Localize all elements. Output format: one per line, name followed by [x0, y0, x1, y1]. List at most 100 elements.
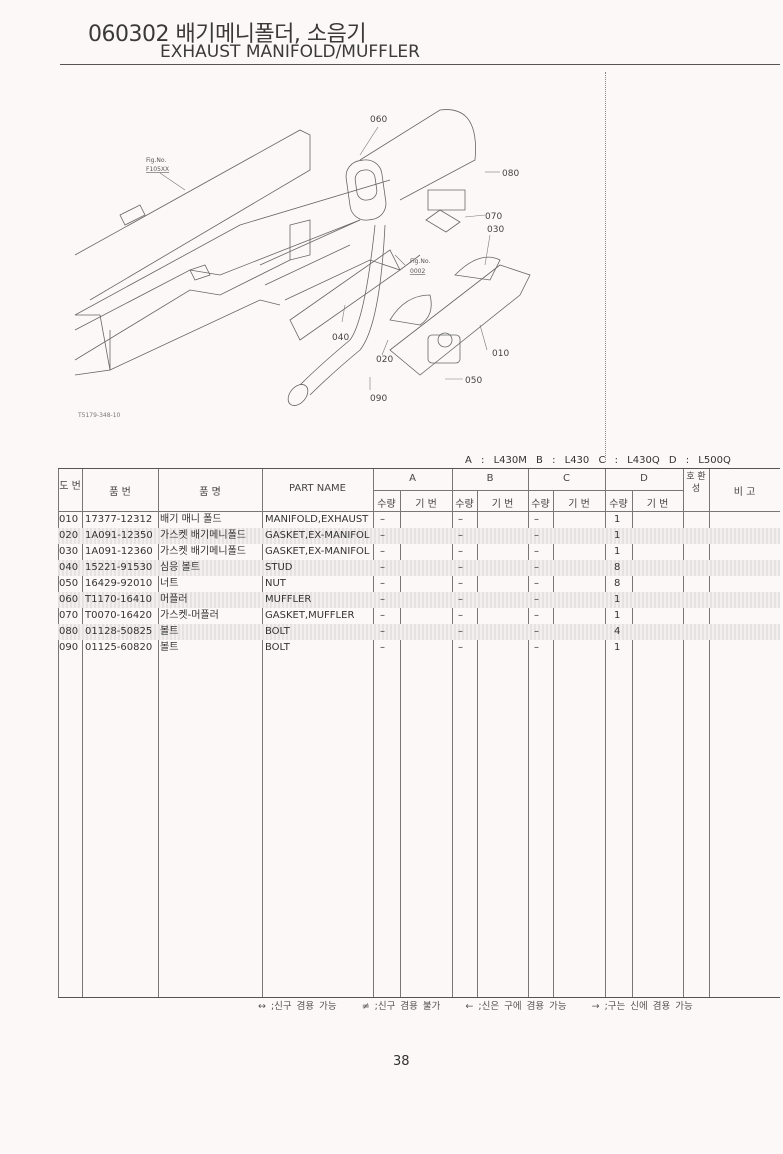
section-english-title: EXHAUST MANIFOLD/MUFFLER [160, 42, 420, 62]
cell-b: – [458, 530, 463, 541]
cell-d: 4 [614, 626, 621, 637]
fig-ref-label-2: Fig.No. [410, 258, 430, 265]
column-divider [400, 490, 401, 997]
figure-code: T5179-348-10 [78, 412, 121, 419]
cell-name-kr: 너트 [160, 578, 179, 589]
header-serial-c: 기 번 [568, 499, 590, 510]
callout-030: 030 [487, 225, 504, 235]
cell-name-kr: 가스켓-머플러 [160, 610, 219, 621]
cell-name: GASKET,EX-MANIFOL [265, 546, 370, 557]
dotted-divider [605, 72, 606, 462]
header-group-c: C [563, 473, 570, 484]
cell-c: – [534, 594, 539, 605]
cell-name: GASKET,MUFFLER [265, 610, 355, 621]
callout-070: 070 [485, 212, 502, 222]
column-divider [528, 469, 529, 997]
header-remarks: 비 고 [733, 487, 756, 498]
table-row: 030 1A091-12360 가스켓 배기메니폴드 GASKET,EX-MANIFO… [58, 544, 780, 560]
cell-d: 8 [614, 578, 621, 589]
cell-name: MUFFLER [265, 594, 312, 605]
cell-no: 090 [59, 642, 79, 653]
fig-ref-value-1: F105XX [146, 166, 169, 173]
header-group-d: D [640, 473, 648, 484]
exploded-parts-diagram: 060 080 070 030 010 050 090 020 040 Fig.… [74, 109, 531, 406]
cell-no: 060 [59, 594, 79, 605]
cell-part-no: 1A091-12360 [85, 546, 153, 557]
column-divider [82, 469, 83, 997]
cell-c: – [534, 642, 539, 653]
cell-c: – [534, 626, 539, 637]
manifold-drawing [289, 249, 531, 376]
cell-c: – [534, 546, 539, 557]
header-interchange: 호 환 성 [686, 472, 706, 494]
cell-c: – [534, 562, 539, 573]
cell-a: – [380, 514, 385, 525]
cell-no: 080 [59, 626, 79, 637]
header-part-name-kr: 품 명 [199, 487, 221, 498]
cell-part-no: 17377-12312 [85, 514, 153, 525]
cell-a: – [380, 626, 385, 637]
cell-name-kr: 가스켓 배기메니폴드 [160, 546, 246, 557]
callout-040: 040 [332, 333, 349, 343]
cell-no: 010 [59, 514, 79, 525]
column-divider [709, 469, 710, 997]
column-divider [553, 490, 554, 997]
cell-name: NUT [265, 578, 286, 589]
header-divider [373, 490, 683, 491]
callout-020: 020 [376, 355, 393, 365]
cell-b: – [458, 642, 463, 653]
column-divider [158, 469, 159, 997]
frame-drawing [74, 129, 421, 376]
interchange-legend: ↔ ;신구 겸용 가능 ≠ ;신구 겸용 불가 ← ;신은 구에 겸용 가능 →… [258, 998, 713, 1012]
cell-a: – [380, 594, 385, 605]
cell-c: – [534, 610, 539, 621]
header-part-name: PART NAME [288, 483, 346, 494]
parts-table: 도 번 품 번 품 명 PART NAME A B C D 수량 기 번 수량 … [58, 468, 780, 998]
cell-a: – [380, 610, 385, 621]
title-divider [60, 64, 780, 65]
cell-no: 070 [59, 610, 79, 621]
column-divider [477, 490, 478, 997]
callout-090: 090 [370, 394, 387, 404]
callout-050: 050 [465, 376, 482, 386]
legend-item: → ;구는 신에 겸용 가능 [591, 1001, 693, 1012]
cell-d: 1 [614, 594, 621, 605]
cell-b: – [458, 562, 463, 573]
header-serial-a: 기 번 [415, 499, 437, 510]
cell-c: – [534, 578, 539, 589]
cell-b: – [458, 546, 463, 557]
cell-d: 1 [614, 546, 621, 557]
column-divider [605, 469, 606, 997]
cell-no: 050 [59, 578, 79, 589]
section-code-title: 060302 배기메니폴더, 소음기 [88, 22, 367, 47]
cell-b: – [458, 514, 463, 525]
header-qty-d: 수량 [609, 499, 628, 510]
cell-d: 1 [614, 514, 621, 525]
page-number: 38 [393, 1054, 410, 1069]
callout-010: 010 [492, 349, 509, 359]
header-divider [58, 511, 780, 512]
cell-name-kr: 볼트 [160, 642, 179, 653]
cell-d: 1 [614, 530, 621, 541]
cell-d: 1 [614, 642, 621, 653]
cell-name-kr: 머플러 [160, 594, 188, 605]
cell-no: 030 [59, 546, 79, 557]
cell-part-no: 01125-60820 [85, 642, 153, 653]
header-no: 도 번 [59, 481, 81, 492]
cell-b: – [458, 578, 463, 589]
header-serial-b: 기 번 [491, 499, 514, 510]
callout-080: 080 [502, 169, 519, 179]
legend-item: ≠ ;신구 겸용 불가 [361, 1001, 441, 1012]
legend-item: ↔ ;신구 겸용 가능 [258, 1001, 337, 1012]
cell-c: – [534, 530, 539, 541]
header-qty-b: 수량 [455, 499, 474, 510]
cell-c: – [534, 514, 539, 525]
cell-name: STUD [265, 562, 293, 573]
column-divider [683, 469, 684, 997]
